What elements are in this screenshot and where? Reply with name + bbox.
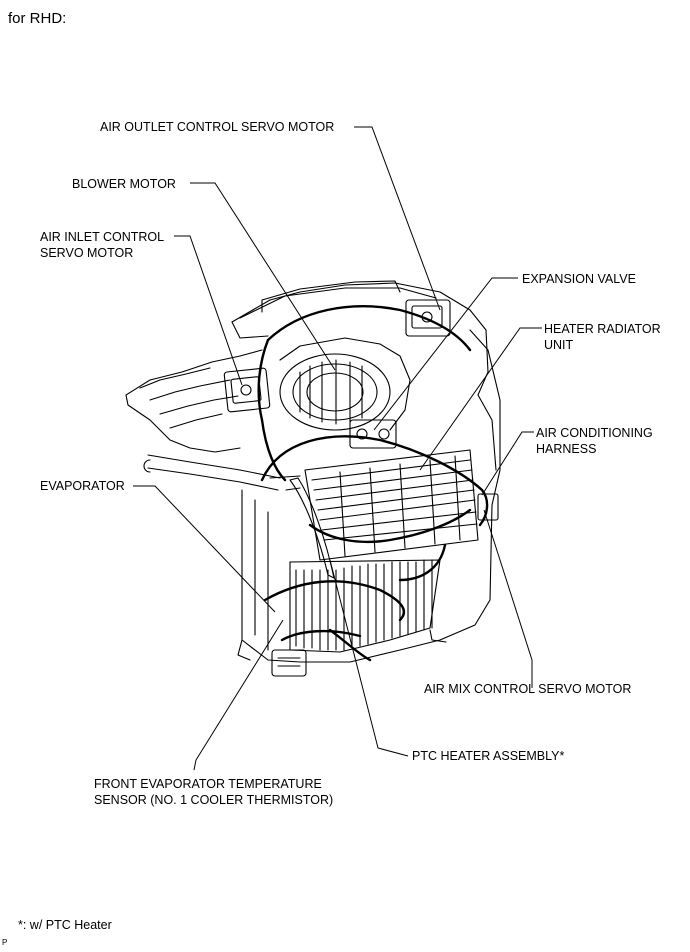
footnote: *: w/ PTC Heater [18, 918, 112, 932]
label-ptc-heater-assembly: PTC HEATER ASSEMBLY* [412, 749, 565, 763]
label-air-mix-servo-motor: AIR MIX CONTROL SERVO MOTOR [424, 682, 632, 696]
label-air-inlet-servo-motor: AIR INLET CONTROL SERVO MOTOR [40, 229, 164, 261]
figure-code: P [2, 938, 8, 947]
label-air-outlet-servo-motor: AIR OUTLET CONTROL SERVO MOTOR [100, 120, 335, 134]
label-front-evaporator-temperature-sensor: FRONT EVAPORATOR TEMPERATURE SENSOR (NO.… [94, 776, 333, 808]
label-expansion-valve: EXPANSION VALVE [522, 272, 636, 286]
page-header: for RHD: [8, 10, 67, 27]
label-front-evap-line1: FRONT EVAPORATOR TEMPERATURE [94, 777, 322, 791]
label-heater-radiator-line2: UNIT [544, 338, 574, 352]
label-heater-radiator-unit: HEATER RADIATOR UNIT [544, 321, 661, 353]
label-ac-harness-line2: HARNESS [536, 442, 597, 456]
label-heater-radiator-line1: HEATER RADIATOR [544, 322, 661, 336]
label-evaporator: EVAPORATOR [40, 479, 125, 493]
label-air-inlet-line2: SERVO MOTOR [40, 246, 134, 260]
label-blower-motor: BLOWER MOTOR [72, 177, 176, 191]
label-ac-harness-line1: AIR CONDITIONING [536, 426, 653, 440]
label-air-inlet-line1: AIR INLET CONTROL [40, 230, 165, 244]
label-front-evap-line2: SENSOR (NO. 1 COOLER THERMISTOR) [94, 793, 334, 807]
label-air-conditioning-harness: AIR CONDITIONING HARNESS [536, 425, 653, 457]
